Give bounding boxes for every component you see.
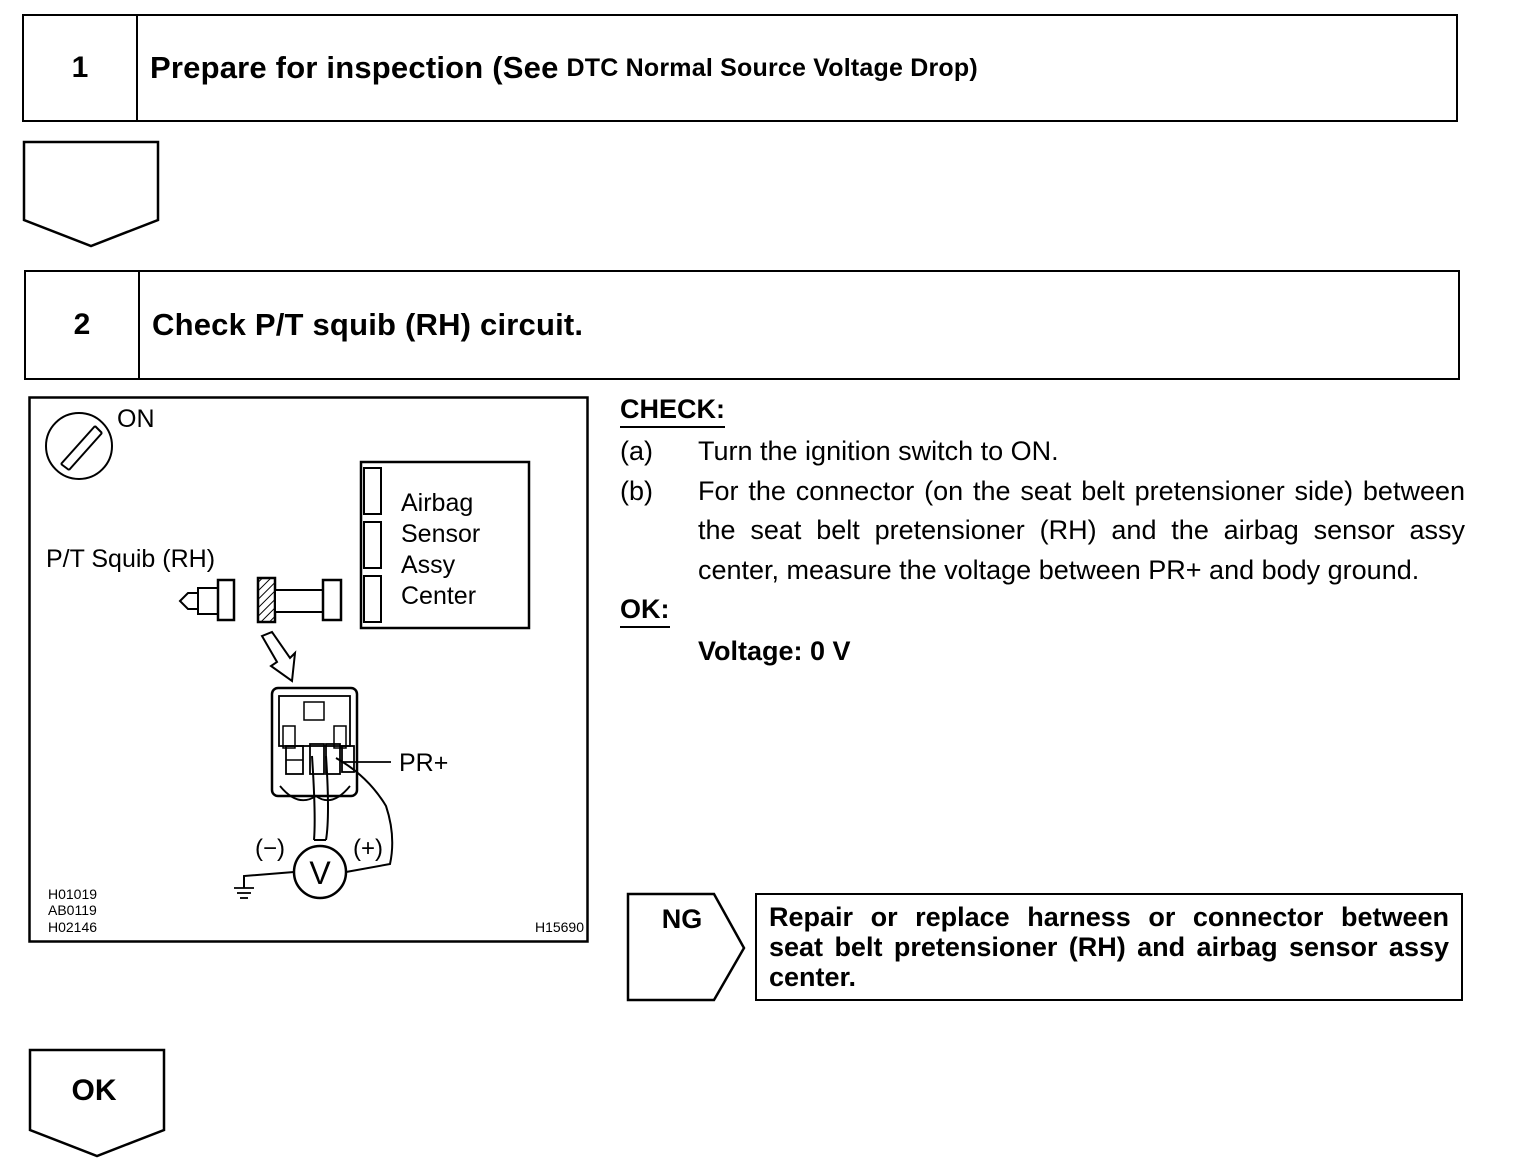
ng-label: NG <box>662 904 703 934</box>
ok-label: OK <box>72 1074 117 1107</box>
check-item-a: (a) Turn the ignition switch to ON. <box>620 432 1465 472</box>
airbag-sensor-label: Airbag Sensor Assy Center <box>401 489 487 610</box>
ng-action-box: Repair or replace harness or connector b… <box>755 893 1463 1001</box>
probe-positive-label: (+) <box>353 835 383 862</box>
check-heading: CHECK: <box>620 392 725 428</box>
figure-code: H15690 <box>535 919 584 935</box>
circuit-diagram: ON Airbag Sensor Assy Center P/T Squib (… <box>28 396 589 943</box>
step-title-text: Prepare for inspection (See <box>150 50 559 85</box>
voltmeter-icon: V <box>292 844 348 900</box>
continue-arrow <box>22 140 160 248</box>
step-number: 1 <box>24 16 138 120</box>
step-title-reference: DTC Normal Source Voltage Drop) <box>566 53 978 82</box>
ignition-switch-icon <box>45 412 113 480</box>
step-2-header: 2 Check P/T squib (RH) circuit. <box>24 270 1460 380</box>
probe-negative-label: (−) <box>255 835 285 862</box>
step-1-header: 1 Prepare for inspection (See DTC Normal… <box>22 14 1458 122</box>
item-text: Turn the ignition switch to ON. <box>698 436 1059 466</box>
ok-criterion: Voltage: 0 V <box>698 636 851 666</box>
reference-codes: H01019 AB0119 H02146 <box>48 886 101 935</box>
pt-squib-label: P/T Squib (RH) <box>46 545 215 573</box>
squib-connector <box>178 578 236 622</box>
airbag-sensor-box <box>359 460 531 630</box>
svg-text:V: V <box>309 855 331 891</box>
ng-arrow: NG <box>626 892 746 1002</box>
ground-icon <box>234 871 295 899</box>
step-title: Prepare for inspection (See DTC Normal S… <box>138 16 1456 120</box>
step-title: Check P/T squib (RH) circuit. <box>152 307 584 342</box>
ok-heading: OK: <box>620 592 670 628</box>
terminal-label: PR+ <box>399 749 448 777</box>
item-letter: (a) <box>620 436 653 466</box>
item-letter: (b) <box>620 475 653 506</box>
ok-arrow: OK <box>28 1048 166 1158</box>
step-number: 2 <box>26 272 140 378</box>
check-section: CHECK: (a) Turn the ignition switch to O… <box>620 390 1465 672</box>
ignition-label: ON <box>117 405 155 433</box>
harness-connector <box>274 578 343 622</box>
hatched-connector <box>256 576 277 624</box>
check-item-b: (b) For the connector (on the seat belt … <box>620 472 1465 591</box>
item-text: For the connector (on the seat belt pret… <box>698 475 1465 585</box>
zoom-arrow-icon <box>260 630 297 683</box>
